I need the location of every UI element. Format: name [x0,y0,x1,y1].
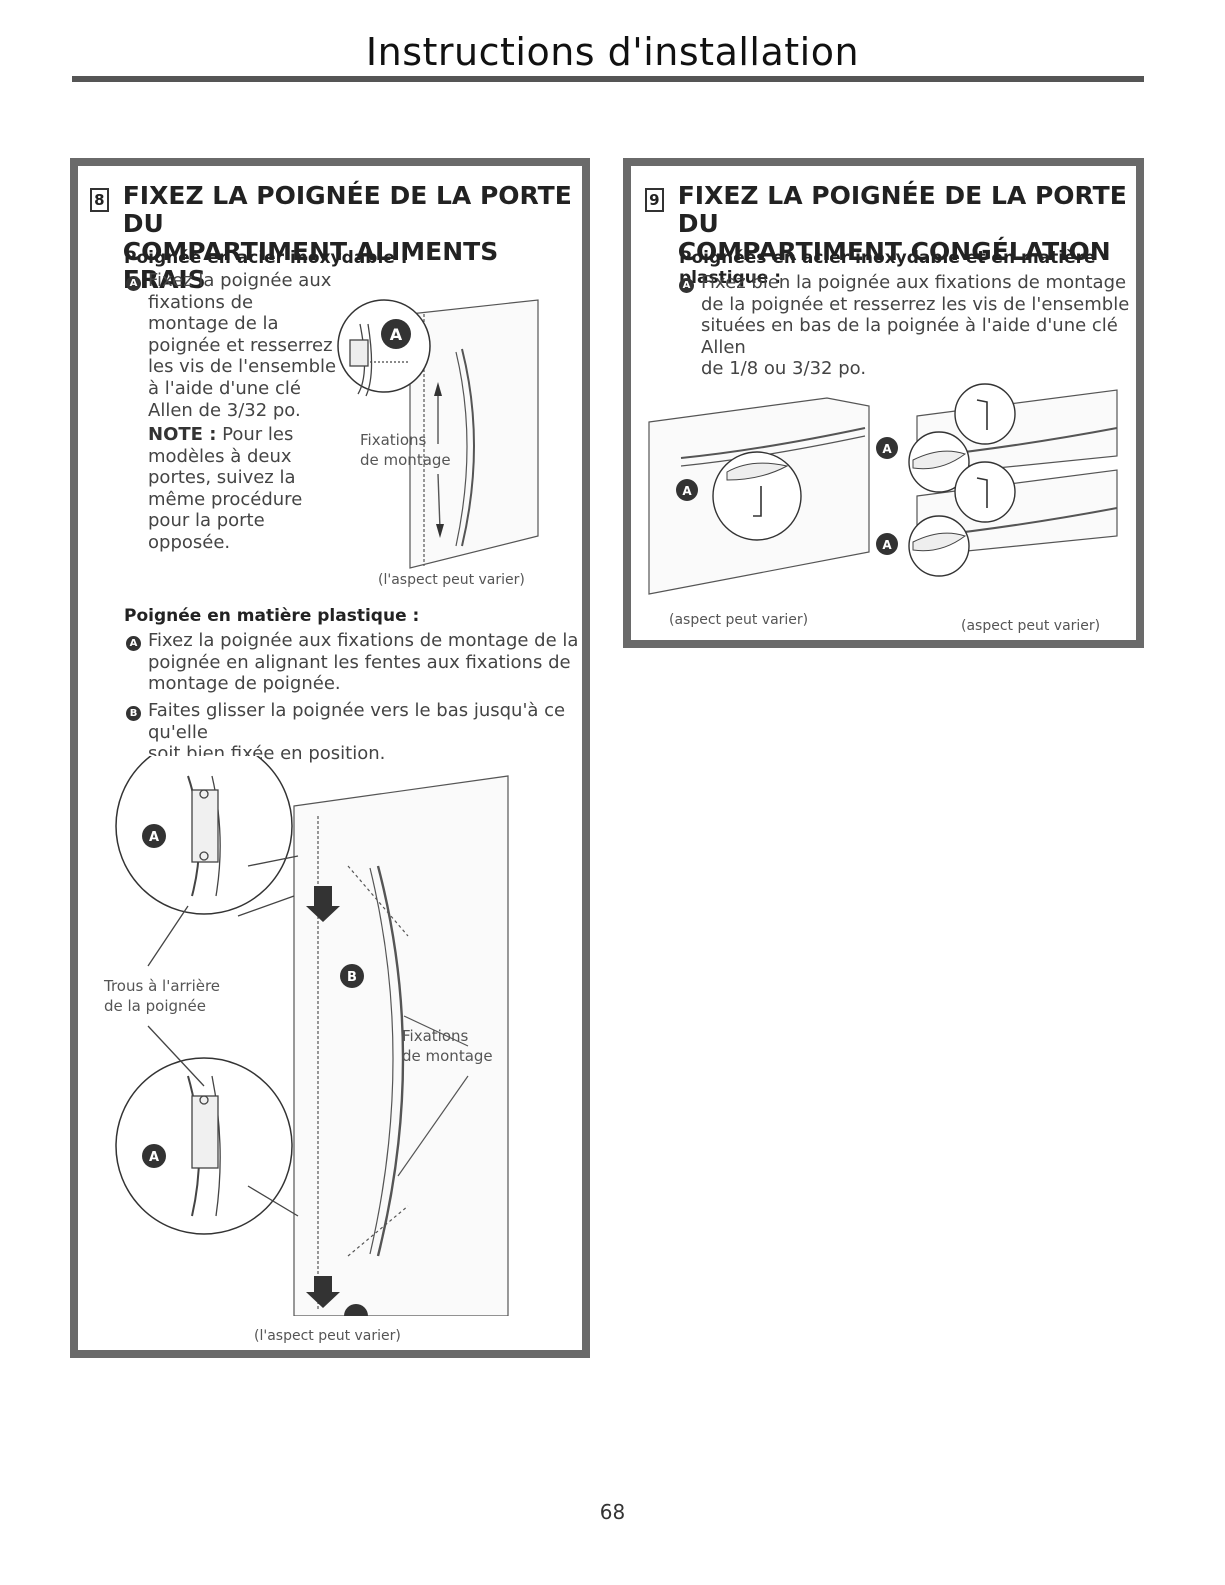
mid-callout-b-label: B [347,970,357,985]
step8-plastic-bullet-a: A [126,636,141,651]
door-handle-outline [461,348,475,547]
step9-figure: A A A [648,383,1118,595]
step8-plastic-caption: (l'aspect peut varier) [254,1328,401,1344]
right-top-detail-circle [954,383,1016,445]
title-rule [72,76,1144,82]
callout-a-circle [381,319,411,349]
step8-plastic-holes-label: Trous à l'arrière de la poignée [104,977,221,1015]
step8-plastic-bullet-b: B [126,706,141,721]
allen-key-icon [753,486,762,517]
left-handle-outline [680,427,866,459]
left-callout-a-label: A [682,484,692,498]
top-callout-a-label: A [149,830,159,845]
step9-header: 9 FIXEZ LA POIGNÉE DE LA PORTE DU COMPAR… [645,182,1136,266]
step8-panel: 8 FIXEZ LA POIGNÉE DE LA PORTE DU COMPAR… [70,158,590,1358]
step9-number: 9 [645,188,664,212]
arrow-up-icon [434,382,442,396]
step8-stainless-bullet: A [126,276,141,291]
step9-bullet: A [679,278,694,293]
step8-plastic-figure: A A B [115,756,509,1316]
step8-header: 8 FIXEZ LA POIGNÉE DE LA PORTE DU COMPAR… [90,182,582,294]
step9-heading: Poignées en acier inoxydable et en matiè… [679,248,1096,288]
page-number: 68 [599,1500,626,1524]
step9-caption-left: (aspect peut varier) [669,612,809,628]
arrow-down-icon [306,1276,340,1308]
bottom-callout-b-circle [344,1304,368,1316]
step8-stainless-note: NOTE : Pour les modèles à deux portes, s… [148,424,302,554]
note-label: NOTE : [148,424,217,445]
page-title: Instructions d'installation [365,30,860,74]
callout-a-label: A [390,325,403,344]
step8-stainless-figure: A [337,299,539,569]
allen-key-icon [976,399,988,430]
allen-key-icon [976,477,988,508]
right-bottom-callout-a-circle [876,533,898,555]
right-top-callout-a-label: A [882,442,892,456]
step9-title: FIXEZ LA POIGNÉE DE LA PORTE DU COMPARTI… [677,181,1127,266]
right-bottom-callout-a-label: A [882,538,892,552]
step8-stainless-fig-label: Fixations de montage [360,431,451,469]
step8-number: 8 [90,188,109,212]
step9-text: Fixez bien la poignée aux fixations de m… [701,272,1130,380]
step8-stainless-text: Fixez la poignée aux fixations de montag… [148,270,337,421]
step8-title: FIXEZ LA POIGNÉE DE LA PORTE DU COMPARTI… [122,181,572,294]
step8-plastic-text-a: Fixez la poignée aux fixations de montag… [148,630,579,695]
bottom-callout-a-circle [142,1144,166,1168]
step8-stainless-heading: Poignée en acier inoxydable : [124,248,408,268]
arrow-down-icon [306,886,340,922]
left-callout-a-circle [676,479,698,501]
plastic-handle-outline [376,865,405,1257]
arrow-down-icon [436,524,444,538]
right-top-callout-a-circle [876,437,898,459]
mid-callout-b-circle [340,964,364,988]
step9-panel: 9 FIXEZ LA POIGNÉE DE LA PORTE DU COMPAR… [623,158,1144,648]
step8-stainless-caption: (l'aspect peut varier) [378,572,525,588]
door-outline [293,775,509,1316]
right-bottom-detail-circle [954,461,1016,523]
step8-plastic-heading: Poignée en matière plastique : [124,606,420,626]
top-callout-a-circle [142,824,166,848]
step8-plastic-mounts-label: Fixations de montage [402,1027,493,1065]
bottom-callout-a-label: A [149,1150,159,1165]
detail-circle [337,299,431,393]
step9-caption-right: (aspect peut varier) [961,618,1101,634]
note-text: Pour les modèles à deux portes, suivez l… [148,424,303,553]
